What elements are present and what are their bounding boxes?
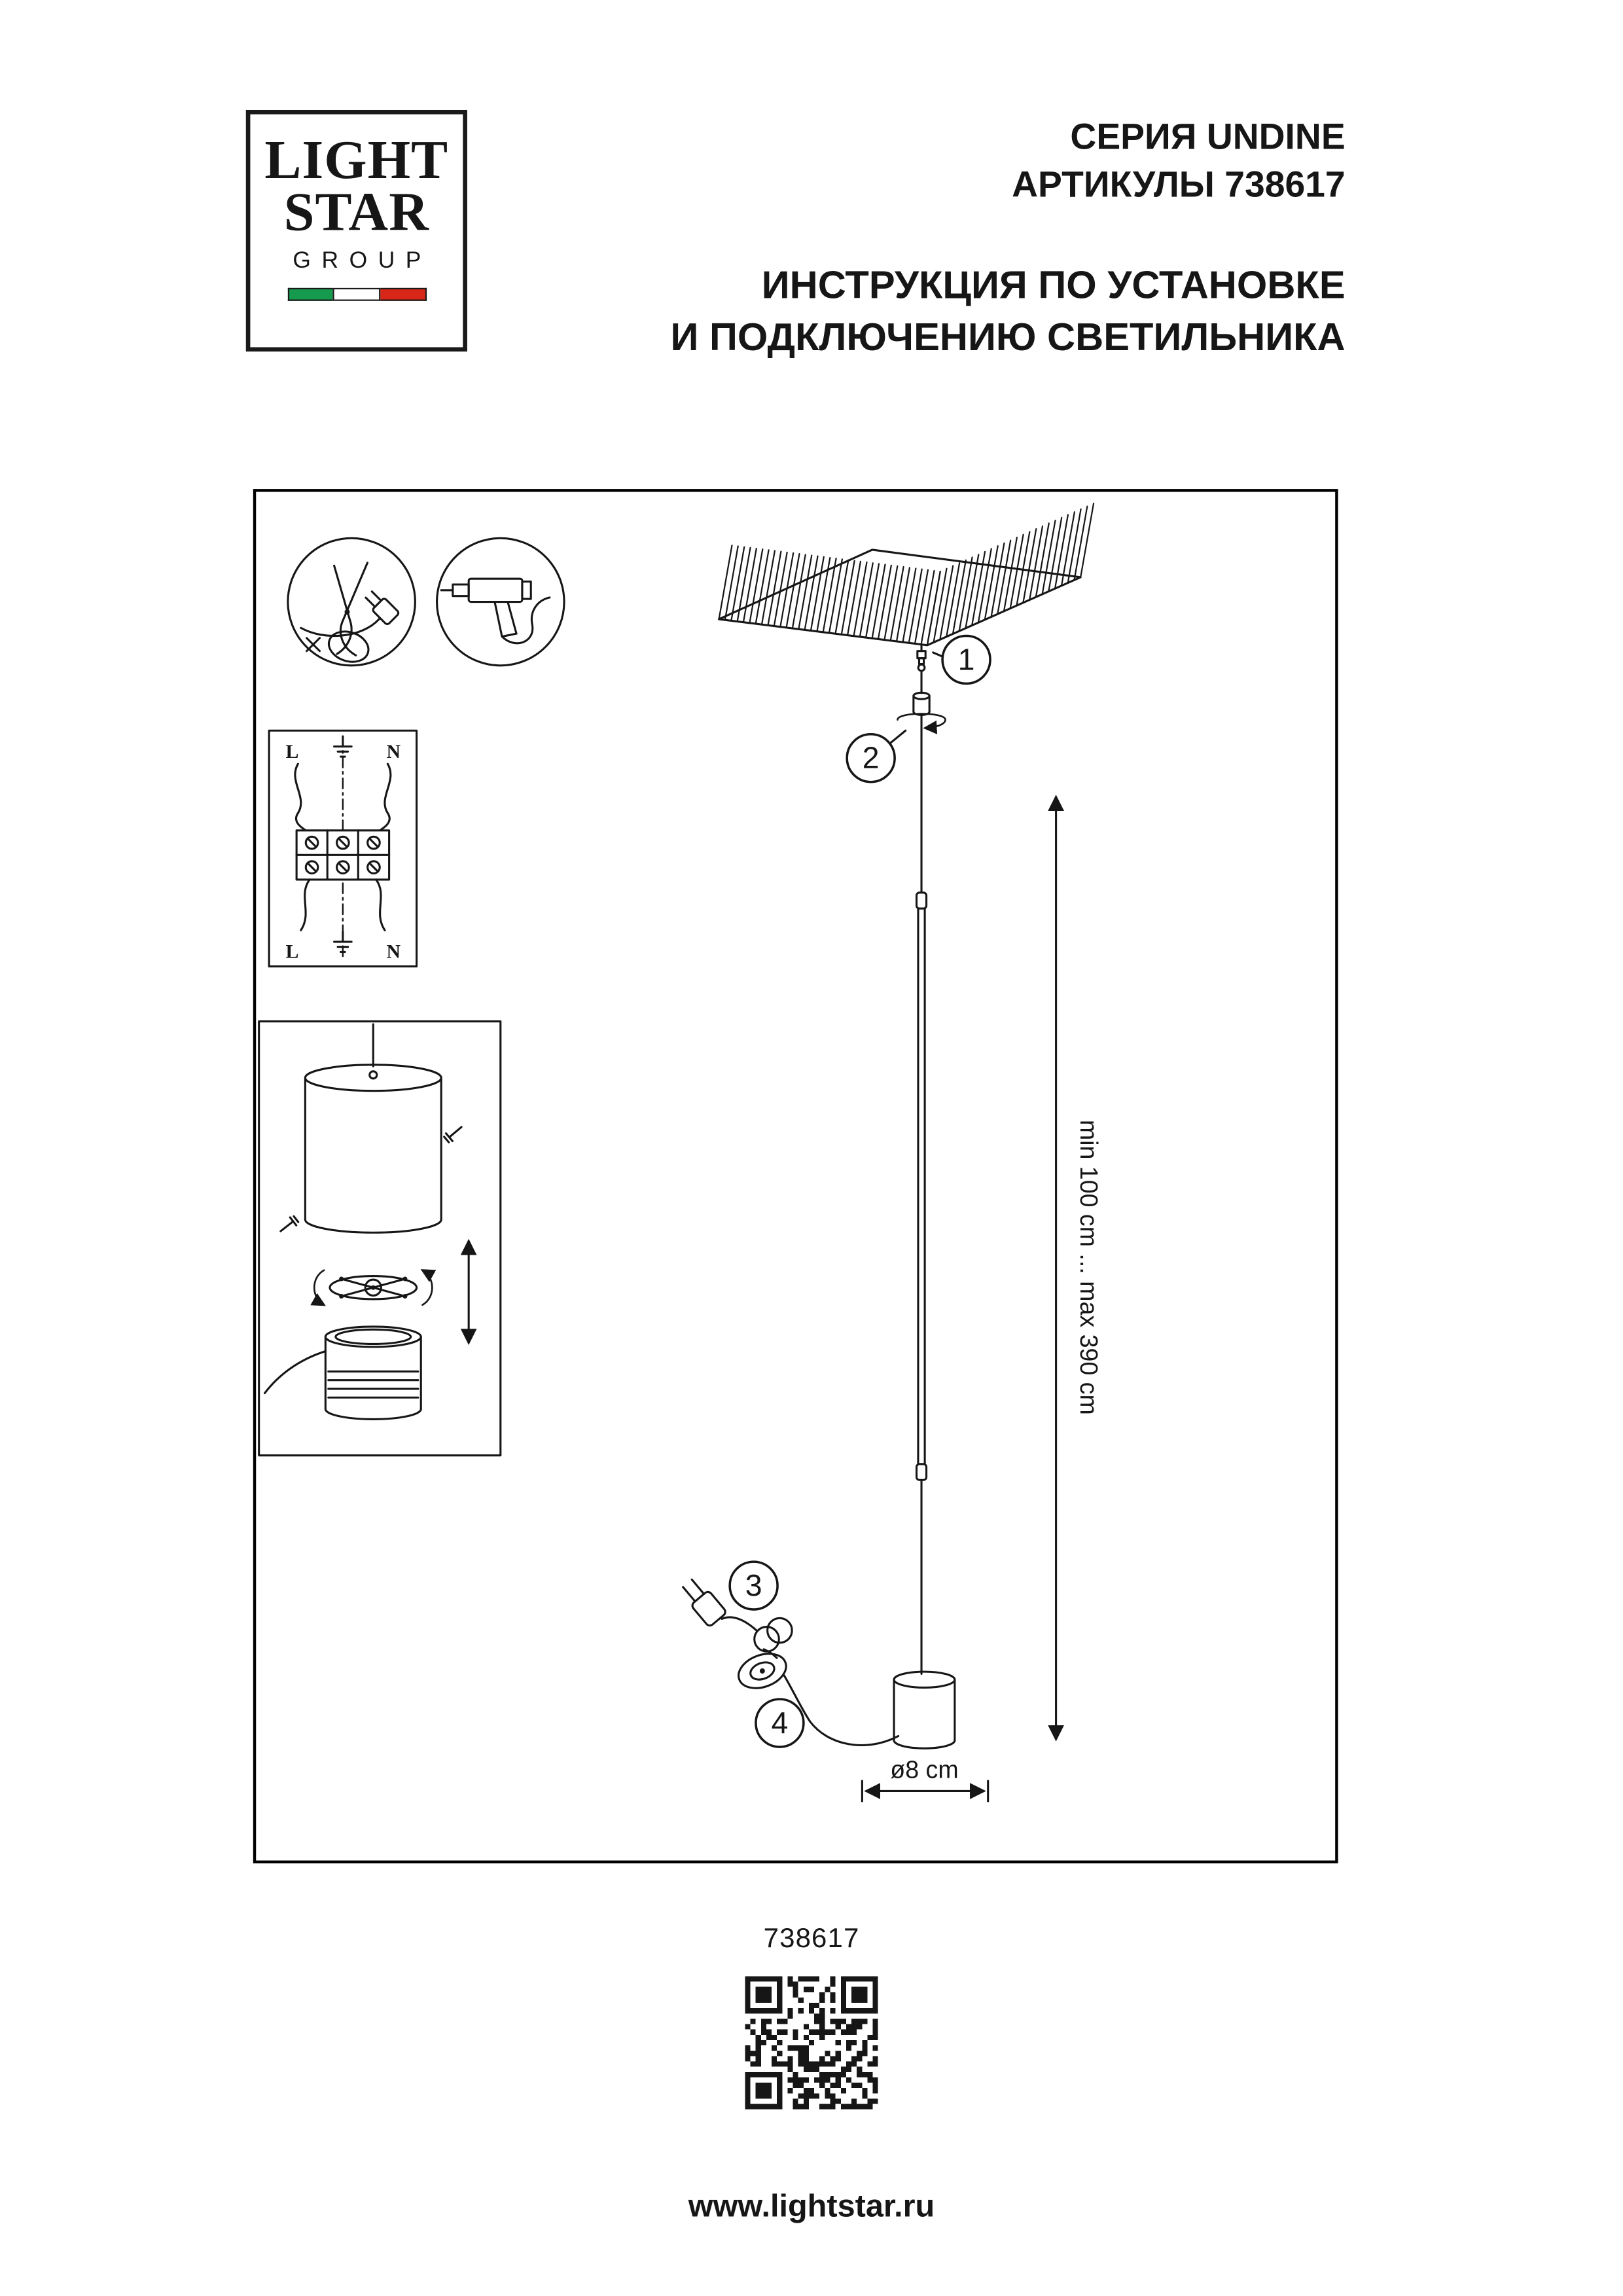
logo-text-light: LIGHT <box>264 130 449 191</box>
suspension-assembly <box>893 644 956 1749</box>
height-dimension-label: min 100 cm ... max 390 cm <box>1075 1120 1103 1415</box>
terminal-block <box>295 829 391 881</box>
step-marker-4: 4 <box>755 1698 805 1748</box>
wiring-diagram: L N <box>268 729 418 968</box>
rotate-arrow-left <box>310 1269 326 1306</box>
ceiling-hatch <box>718 503 1095 646</box>
rotation-arrow <box>897 713 946 734</box>
earth-symbol-bottom <box>333 930 353 953</box>
wire-label-n-top: N <box>386 741 401 762</box>
installation-diagram: L N <box>258 503 1103 1803</box>
title-block: СЕРИЯ UNDINE АРТИКУЛЫ 738617 ИНСТРУКЦИЯ … <box>671 115 1346 364</box>
article-number: 738617 <box>763 1924 860 1955</box>
step-marker-1: 1 <box>932 634 991 685</box>
drill-icon <box>435 537 565 667</box>
step-number-1: 1 <box>958 642 975 676</box>
lightstar-logo: LIGHT STAR GROUP <box>245 109 467 352</box>
diameter-dimension: ø8 cm <box>861 1756 990 1803</box>
diameter-dimension-label: ø8 cm <box>890 1756 958 1784</box>
rotate-arrow-right <box>420 1269 437 1306</box>
cable-line <box>300 618 380 637</box>
step-number-3: 3 <box>745 1568 762 1602</box>
cord-coil <box>753 1626 780 1653</box>
mount-stud <box>916 650 927 660</box>
base-cord <box>263 1350 327 1395</box>
website-url: www.lightstar.ru <box>688 2187 935 2224</box>
screw-icon-left <box>279 1215 300 1232</box>
wire-label-n-bottom: N <box>386 941 401 962</box>
flag-red-segment <box>380 288 426 302</box>
suspension-rod <box>917 907 926 1465</box>
wiring-disk <box>329 1275 418 1300</box>
height-dimension: min 100 cm ... max 390 cm <box>1048 795 1103 1742</box>
wire-n <box>376 762 392 833</box>
rod-coupler-top <box>915 891 928 910</box>
power-plug-icon <box>682 1578 726 1627</box>
wire-label-l-top: L <box>286 741 299 762</box>
no-cutting-warning-icon <box>287 537 416 667</box>
lampshade <box>304 1064 442 1234</box>
wire-label-l-bottom: L <box>286 941 299 962</box>
plug-icon <box>365 590 400 626</box>
qr-code <box>745 1976 878 2109</box>
italian-flag-stripes <box>287 288 426 302</box>
step-number-2: 2 <box>863 741 880 775</box>
assembly-detail <box>258 1020 502 1457</box>
step-number-4: 4 <box>771 1706 788 1740</box>
step-marker-3: 3 <box>728 1560 779 1611</box>
series-title: СЕРИЯ UNDINE <box>1070 117 1346 158</box>
power-cord-assembly <box>682 1578 900 1746</box>
flag-green-segment <box>287 288 333 302</box>
logo-text-group: GROUP <box>293 249 432 274</box>
threaded-base <box>324 1325 422 1420</box>
articles-title: АРТИКУЛЫ 738617 <box>1012 164 1346 205</box>
logo-text-star: STAR <box>283 182 429 243</box>
wire-l <box>294 762 310 833</box>
ceiling-panel <box>718 503 1095 647</box>
rod-coupler-bottom <box>915 1463 928 1481</box>
earth-symbol-top <box>333 735 353 758</box>
flag-white-segment <box>332 288 380 302</box>
screw-icon-right <box>443 1126 463 1143</box>
lamp-socket-cylinder <box>893 1670 956 1749</box>
step-marker-2: 2 <box>846 729 907 783</box>
instruction-title-line2: И ПОДКЛЮЧЕНИЮ СВЕТИЛЬНИКА <box>670 315 1346 359</box>
hand-outline <box>327 630 370 663</box>
installation-diagram-frame: L N <box>253 489 1338 1863</box>
canopy <box>912 691 931 716</box>
power-cord <box>783 1674 900 1746</box>
foot-switch-icon <box>738 1653 787 1689</box>
instruction-title-line1: ИНСТРУКЦИЯ ПО УСТАНОВКЕ <box>761 263 1346 307</box>
